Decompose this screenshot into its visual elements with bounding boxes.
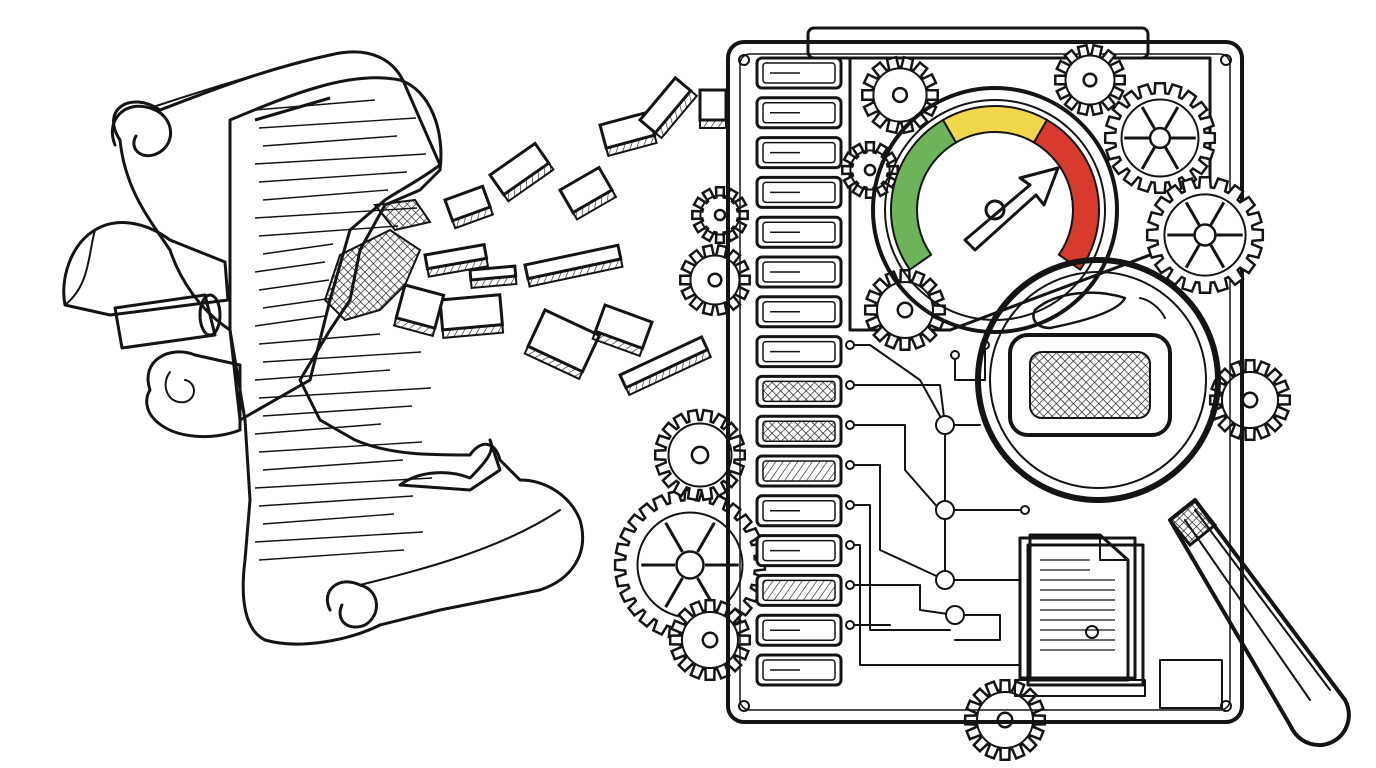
machine-panel [726, 26, 1265, 724]
document-stack-icon [1014, 533, 1146, 697]
torn-scroll-icon [62, 50, 585, 646]
circuit-traces [845, 340, 1030, 666]
fragments-icon [392, 75, 728, 397]
magnifying-glass-icon [975, 257, 1351, 748]
gear-icon [841, 43, 1265, 352]
gauge-zone-low [890, 118, 958, 272]
gauge-zone-mid [941, 105, 1049, 144]
gauge-icon [871, 86, 1119, 334]
gauge-needle [963, 166, 1060, 252]
corner-bracket [1159, 659, 1223, 709]
scroll-text-lines [254, 96, 433, 561]
panel-slot-column [755, 56, 843, 687]
gauge-zone-high [1032, 118, 1100, 272]
